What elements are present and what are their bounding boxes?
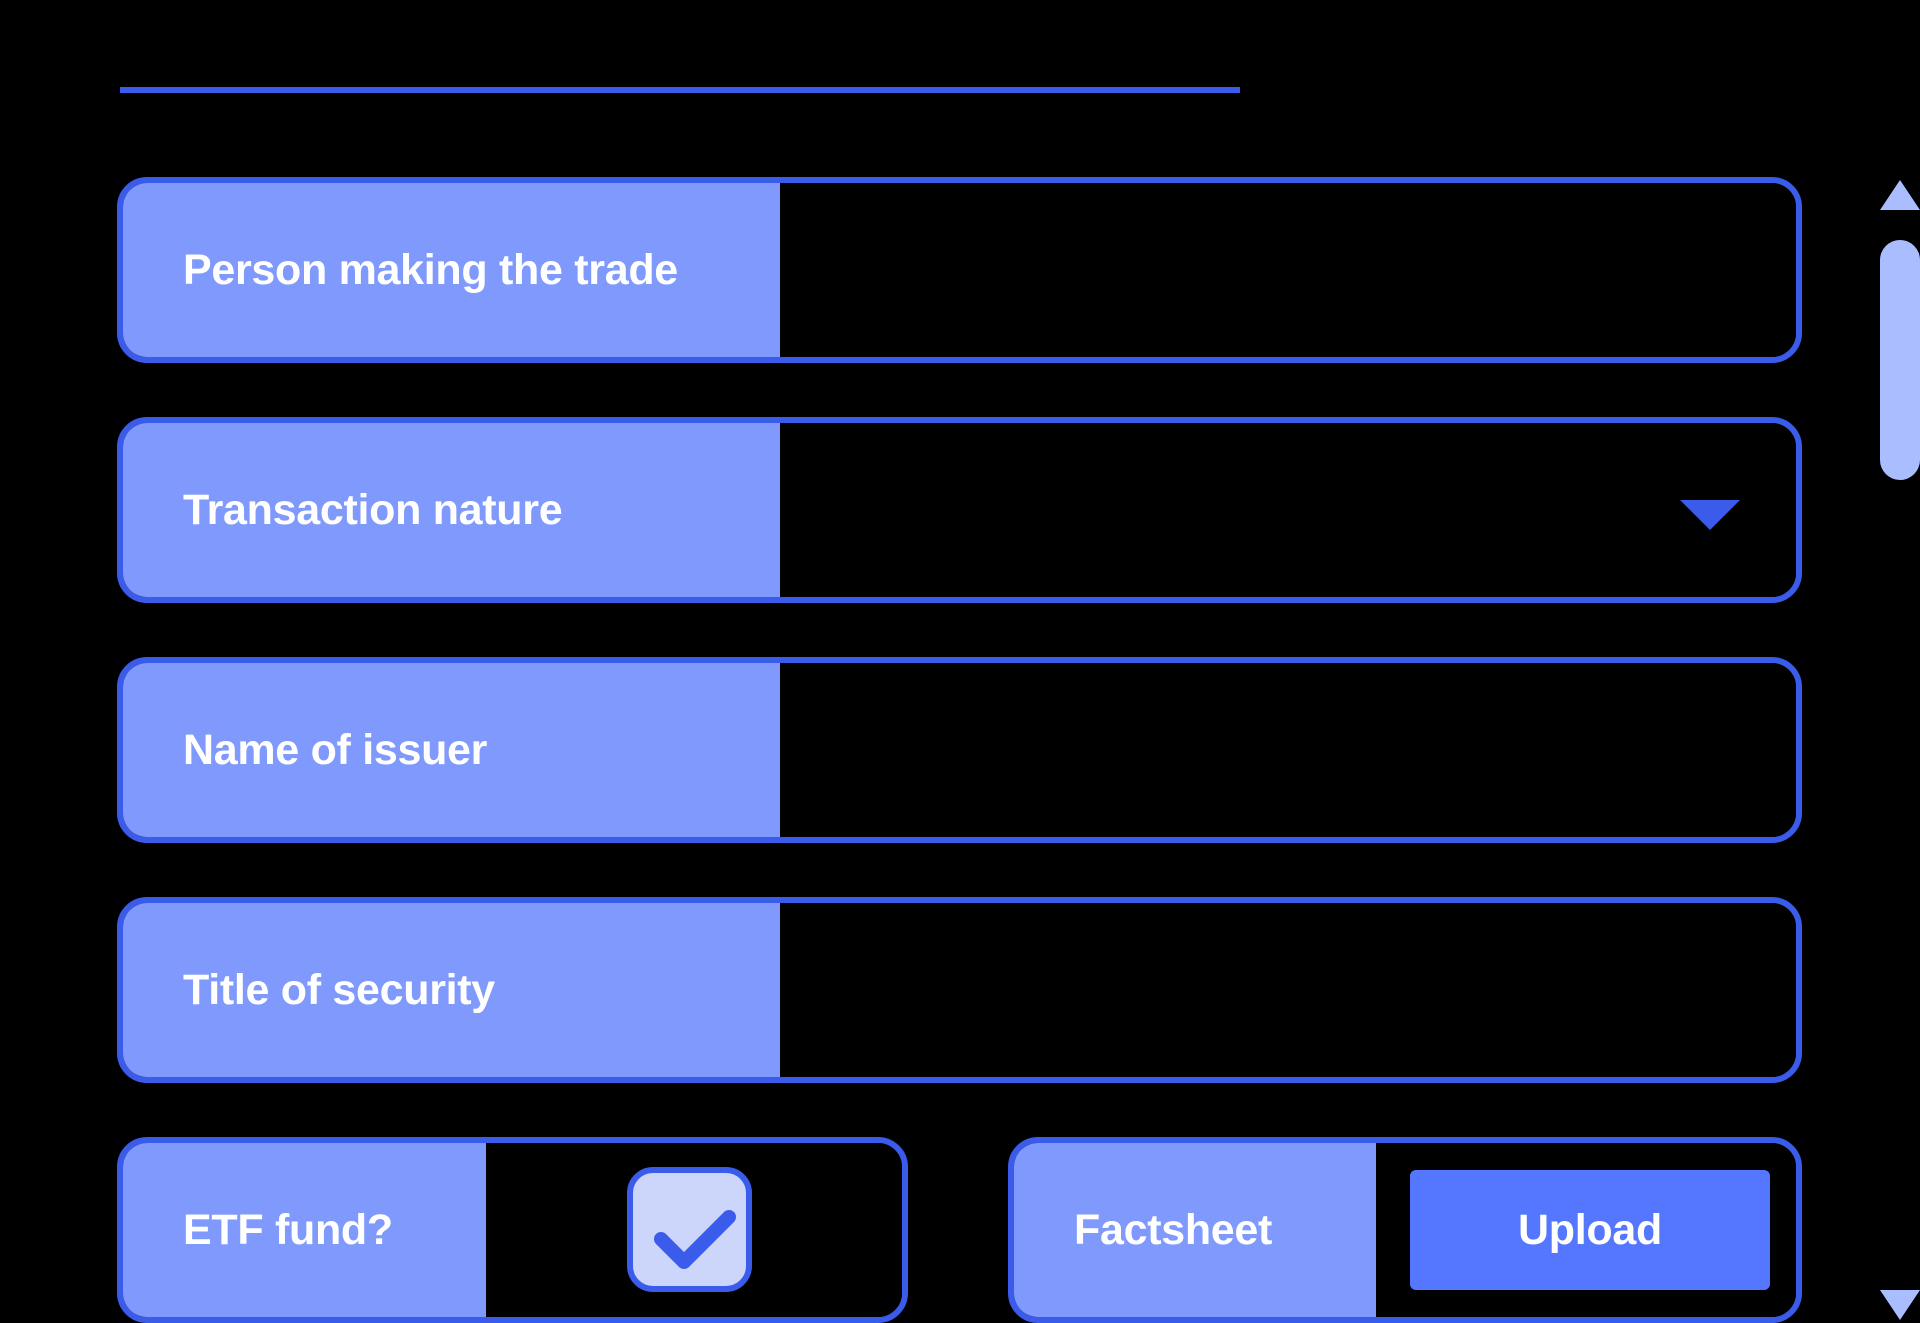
name-of-issuer-input[interactable] (780, 663, 1796, 837)
field-name-of-issuer: Name of issuer (117, 657, 1802, 843)
etf-fund-checkbox[interactable] (627, 1167, 752, 1292)
field-transaction-nature: Transaction nature (117, 417, 1802, 603)
field-label: Name of issuer (123, 663, 780, 837)
title-of-security-input[interactable] (780, 903, 1796, 1077)
field-person-making-trade: Person making the trade (117, 177, 1802, 363)
transaction-nature-dropdown[interactable] (780, 423, 1796, 597)
field-label: ETF fund? (123, 1143, 486, 1317)
upload-button[interactable]: Upload (1410, 1170, 1770, 1290)
person-making-trade-input[interactable] (780, 183, 1796, 357)
field-label: Title of security (123, 903, 780, 1077)
field-etf-fund: ETF fund? (117, 1137, 908, 1323)
field-label: Transaction nature (123, 423, 780, 597)
field-title-of-security: Title of security (117, 897, 1802, 1083)
chevron-down-icon[interactable] (1680, 500, 1740, 530)
field-label: Factsheet (1014, 1143, 1376, 1317)
scrollbar-thumb[interactable] (1880, 240, 1920, 480)
header-divider (120, 87, 1240, 93)
scroll-down-arrow-icon[interactable] (1880, 1290, 1920, 1320)
field-factsheet: Factsheet Upload (1008, 1137, 1802, 1323)
factsheet-upload-slot: Upload (1376, 1143, 1796, 1317)
field-label: Person making the trade (123, 183, 780, 357)
checkmark-icon (654, 1210, 736, 1269)
etf-checkbox-slot (486, 1143, 902, 1317)
scroll-up-arrow-icon[interactable] (1880, 180, 1920, 210)
